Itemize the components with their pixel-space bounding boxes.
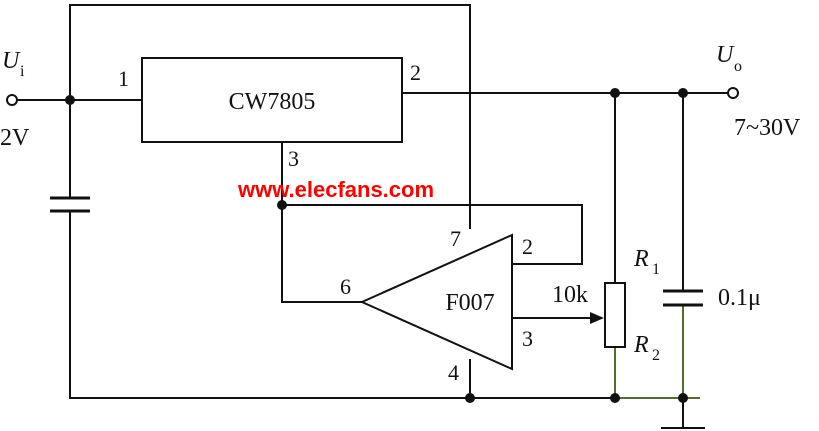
output-terminal	[727, 87, 739, 99]
input-terminal	[6, 94, 18, 106]
r2-symbol: R	[633, 332, 649, 358]
junction-dots	[65, 88, 688, 403]
output-cap-value: 0.1μ	[718, 285, 761, 311]
input-symbol: U	[2, 48, 21, 74]
top-supply-wire	[69, 4, 471, 229]
opamp-pin-inv: 2	[522, 234, 533, 259]
potentiometer-body	[604, 282, 626, 348]
pot-value: 10k	[552, 282, 588, 308]
opamp-pin-v-minus: 4	[448, 360, 459, 385]
regulator-name: CW7805	[229, 89, 316, 115]
r2-subscript: 2	[652, 347, 660, 364]
input-subscript: i	[20, 63, 25, 80]
opamp-pin-noninv: 3	[522, 326, 533, 351]
output-subscript: o	[734, 58, 742, 75]
watermark: www.elecfans.com	[237, 177, 434, 202]
feedback-loop-wire	[281, 204, 583, 265]
opamp-pin-v-plus: 7	[450, 226, 461, 251]
opamp-triangle	[359, 233, 513, 371]
opamp-name: F007	[445, 290, 494, 316]
output-voltage: 7~30V	[734, 115, 801, 141]
regulator-pin-gnd: 3	[288, 146, 299, 171]
opamp-pin-out: 6	[340, 274, 351, 299]
output-capacitor	[663, 289, 703, 307]
wires	[13, 4, 729, 429]
input-voltage: 2V	[0, 125, 30, 151]
r1-subscript: 1	[652, 261, 660, 278]
wiper-arrow	[590, 312, 604, 324]
r1-symbol: R	[633, 246, 649, 272]
output-symbol: U	[716, 42, 735, 68]
opamp-output-wire	[281, 204, 363, 303]
regulator-pin-in: 1	[118, 66, 129, 91]
input-capacitor	[50, 196, 90, 213]
regulator-box	[141, 57, 403, 143]
regulator-pin-out: 2	[410, 60, 421, 85]
